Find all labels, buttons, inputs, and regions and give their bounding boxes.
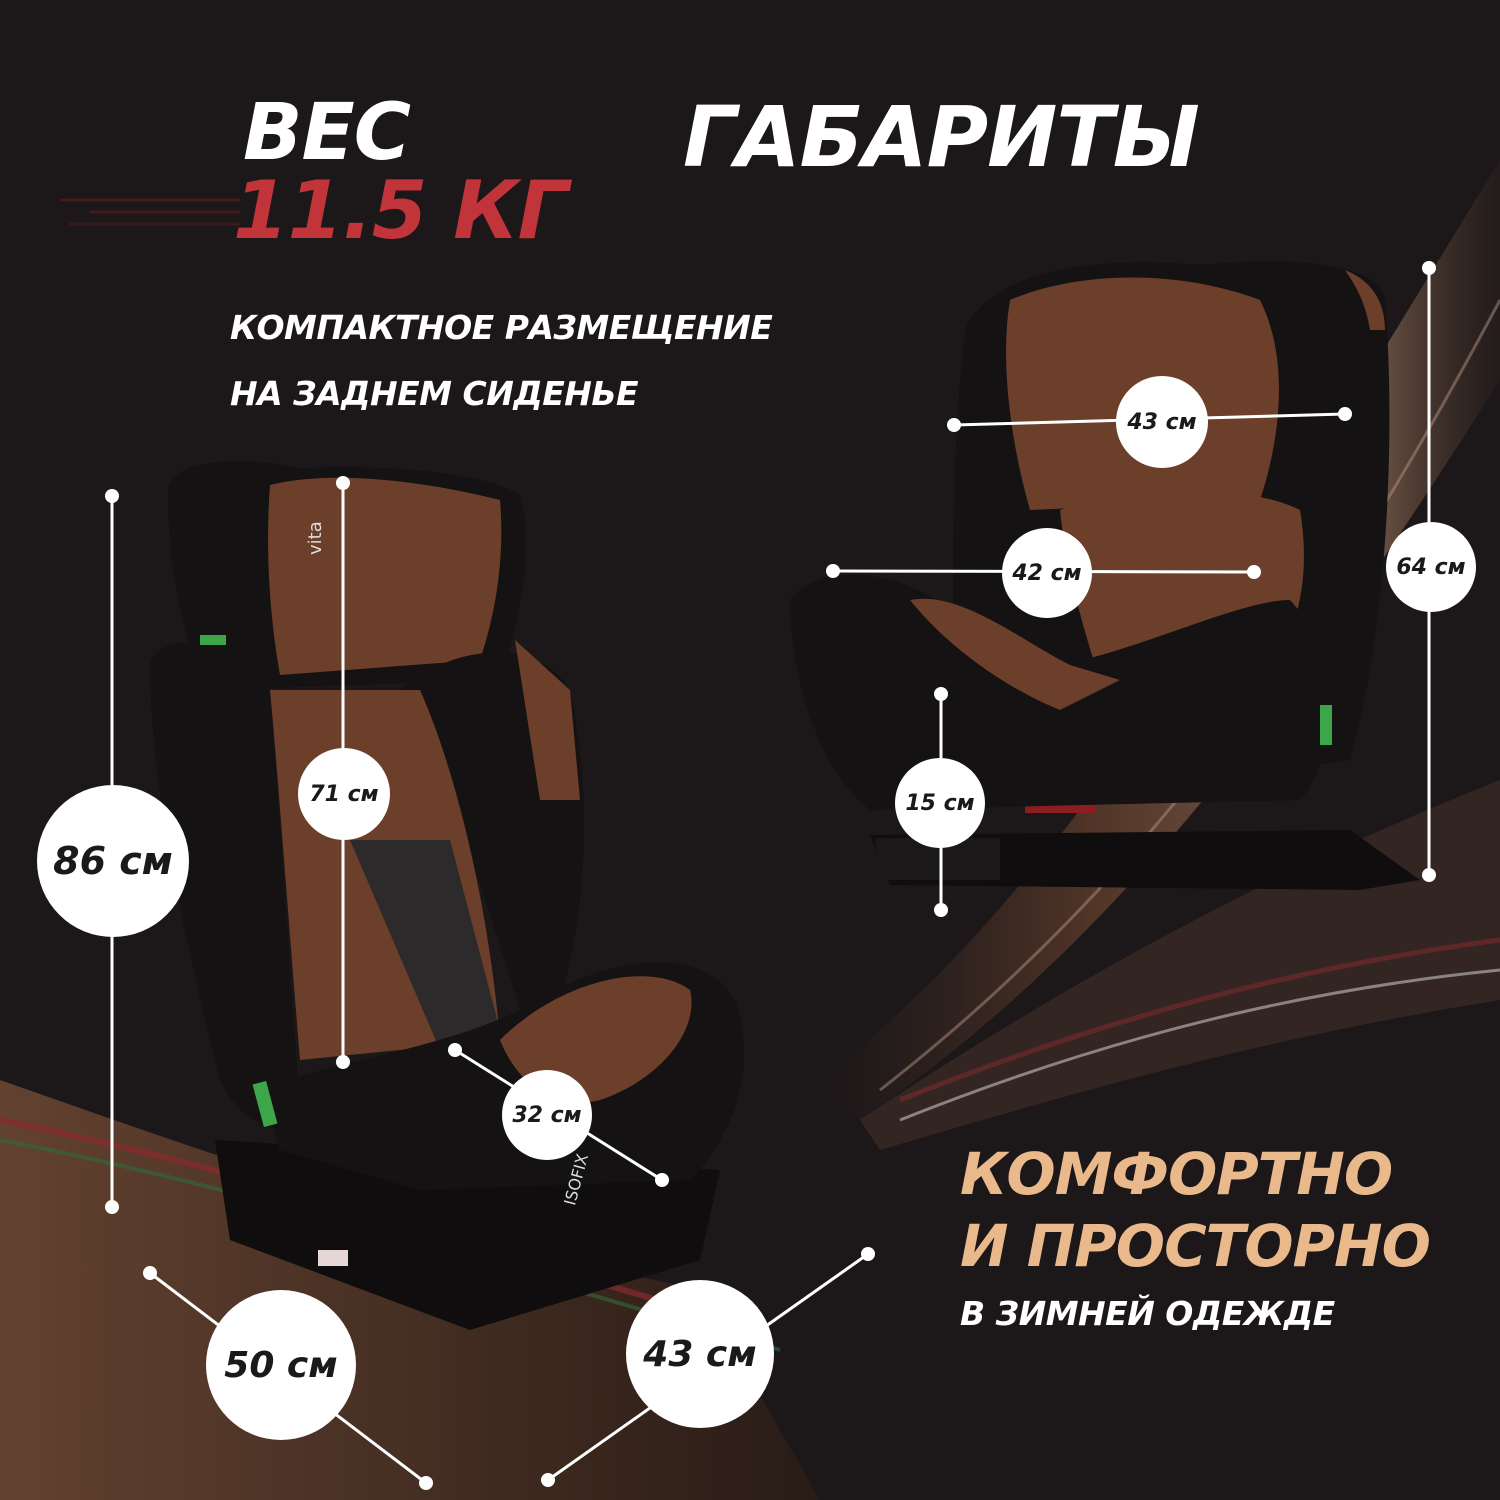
measure-endpoint — [655, 1173, 669, 1187]
measure-endpoint — [448, 1043, 462, 1057]
measure-endpoint — [947, 418, 961, 432]
measure-endpoint — [861, 1247, 875, 1261]
measure-left-width: 43 см — [626, 1280, 774, 1428]
placement-text-line1: КОМПАКТНОЕ РАЗМЕЩЕНИЕ — [230, 308, 773, 347]
brand-mark: vita — [305, 521, 326, 555]
measure-left-back-height: 71 см — [298, 748, 390, 840]
measure-right-shoulder-width: 42 см — [1002, 528, 1092, 618]
dimensions-title: ГАБАРИТЫ — [683, 88, 1200, 186]
weight-label: ВЕС — [243, 88, 411, 178]
measure-endpoint — [143, 1266, 157, 1280]
measure-endpoint — [105, 1200, 119, 1214]
measure-right-head-width: 43 см — [1116, 376, 1208, 468]
measure-endpoint — [1338, 407, 1352, 421]
measure-endpoint — [934, 687, 948, 701]
measure-endpoint — [541, 1473, 555, 1487]
measure-left-total-height: 86 см — [37, 785, 189, 937]
measure-left-seat-width: 32 см — [502, 1070, 592, 1160]
measure-endpoint — [1422, 261, 1436, 275]
measure-endpoint — [105, 489, 119, 503]
measure-endpoint — [934, 903, 948, 917]
comfort-text-line1: КОМФОРТНО — [960, 1140, 1393, 1208]
measure-endpoint — [419, 1476, 433, 1490]
measure-endpoint — [336, 476, 350, 490]
measure-endpoint — [1422, 868, 1436, 882]
comfort-text-line3: В ЗИМНЕЙ ОДЕЖДЕ — [960, 1294, 1335, 1333]
weight-value: 11.5 КГ — [233, 164, 569, 257]
comfort-text-line2: И ПРОСТОРНО — [960, 1212, 1431, 1280]
measure-endpoint — [336, 1055, 350, 1069]
placement-text-line2: НА ЗАДНЕМ СИДЕНЬЕ — [230, 374, 639, 413]
measure-endpoint — [826, 564, 840, 578]
measure-right-seat-height: 15 см — [895, 758, 985, 848]
measure-right-total-height: 64 см — [1386, 522, 1476, 612]
measure-left-depth: 50 см — [206, 1290, 356, 1440]
measure-endpoint — [1247, 565, 1261, 579]
